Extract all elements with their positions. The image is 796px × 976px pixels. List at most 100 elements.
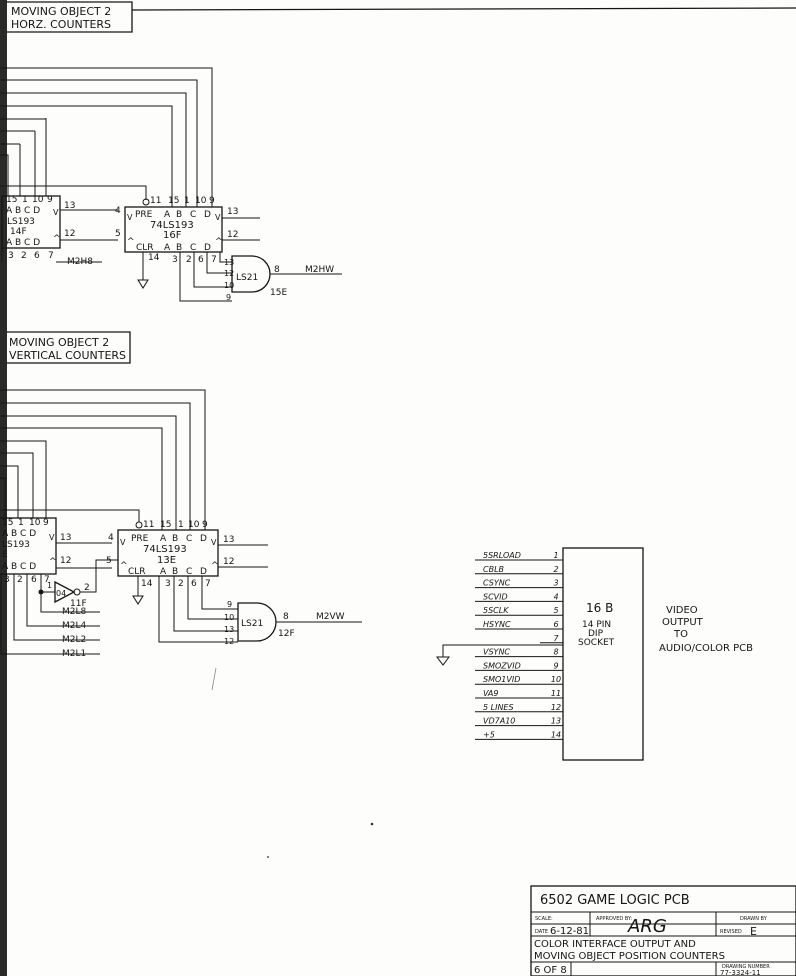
socket-note: OUTPUT [662,617,704,628]
chip-16f-v: V [127,213,133,222]
title-block-date-label: DATE [535,929,548,935]
chip-13e-label: A [160,534,167,544]
chip-left-v-pin: 15 [2,518,13,528]
chip-16f-pin: 11 [150,196,161,206]
chip-13e-label-b: A [160,567,167,577]
chip-16f-pin-b: 6 [198,255,204,265]
socket-pin-signal: SCVID [483,592,508,601]
chip-13e-pin-l: 5 [106,556,112,566]
gate-12f-out-pin: 8 [283,612,289,622]
chip-16f-pin-r: 13 [227,207,238,217]
stray-mark [211,667,217,691]
chip-13e: 11 15 1 10 9 PRE A B C D 74LS193 13E CLR… [106,520,268,643]
gate-15e-out-pin: 8 [274,265,280,275]
chip-16f-pin-b: 14 [148,253,160,263]
socket-pin-row: VD7A10 13 [475,717,563,727]
socket-pin-number: 3 [553,579,558,588]
title-block-revised-label: REVISED [720,929,742,935]
vert-feed-wires [0,389,206,530]
horz-label-line2: HORZ. COUNTERS [11,18,111,31]
title-block-desc: COLOR INTERFACE OUTPUT AND [534,939,696,950]
chip-left-v-caret: ^ [49,557,57,567]
chip-14f-pin-out: 12 [64,229,75,239]
title-block-scale: SCALE: [535,916,553,922]
chip-16f-label: D [204,210,211,220]
socket-pin-row: 7 [540,634,563,644]
signal-m2l8: M2L8 [62,607,87,617]
chip-13e-pin-b: 14 [141,579,153,589]
chip-left-v-pin-b: 3 [4,575,10,585]
socket-16b: 16 B 14 PIN DIP SOCKET VIDEO OUTPUT TO A… [436,547,753,761]
socket-pin-number: 8 [553,648,558,657]
chip-14f-v: V [53,208,59,217]
gate-15e: LS21 13 12 10 9 8 M2HW 15E [224,255,342,302]
chip-13e-pin-b: 2 [178,579,184,589]
socket-pin-number: 1 [553,551,558,560]
gate-15e-pin: 10 [224,281,234,290]
chip-13e-pin: 15 [160,520,171,530]
socket-pin-number: 12 [551,703,561,712]
chip-14f-pin-out: 13 [64,201,75,211]
vert-signal-labels: M2L8 M2L4 M2L2 M2L1 [62,607,87,659]
gate-12f-pin: 12 [224,637,234,646]
chip-14f-ref: 14F [10,227,27,237]
chip-16f-label-b: B [176,243,182,253]
socket-pin-number: 13 [551,717,561,726]
gate-12f-part: LS21 [241,619,263,629]
socket-pin-number: 4 [553,592,558,601]
chip-13e-label-b: B [172,567,178,577]
chip-left-v-pin: 9 [43,518,49,528]
socket-note: VIDEO [666,605,698,616]
gate-15e-part: LS21 [236,273,258,283]
chip-14f-out-label: M2H8 [67,257,93,267]
scan-edge [0,0,7,976]
gate-15e-pin: 12 [224,269,234,278]
gate-12f-pin: 9 [227,600,232,609]
chip-left-v: 15 1 10 9 A B C D LS193 E A B C D V ^ 13… [0,517,112,655]
socket-pin-signal: HSYNC [483,620,511,629]
socket-desc: SOCKET [578,638,615,648]
vert-section-label: MOVING OBJECT 2 VERTICAL COUNTERS [7,331,131,364]
socket-pin-signal: VD7A10 [483,717,515,726]
horz-section-label: MOVING OBJECT 2 HORZ. COUNTERS [7,1,796,33]
gate-15e-pin: 9 [226,293,231,302]
title-block-sheet: 6 OF 8 [534,965,567,976]
chip-left-v-outputs: A B C D [2,562,36,572]
chip-16f-part: 74LS193 [150,220,194,231]
socket-desc: DIP [588,629,604,639]
socket-pin-number: 10 [551,675,561,684]
chip-left-v-pin: 10 [29,518,41,528]
chip-13e-ref: 13E [157,555,176,566]
chip-13e-pin-l: 4 [108,533,114,543]
socket-pin-signal: 5SCLK [483,606,509,615]
inverter-11f-ref: 11F [70,599,87,609]
chip-left-v-pin-b: 7 [44,575,50,585]
chip-left-v-part: LS193 [2,540,30,550]
chip-left-v-pin-b: 6 [31,575,37,585]
chip-16f-caret: ^ [127,237,135,247]
title-block-desc: MOVING OBJECT POSITION COUNTERS [534,951,725,962]
signal-m2l4: M2L4 [62,621,87,631]
chip-16f-label: A [164,210,171,220]
chip-13e-label: D [200,534,207,544]
chip-left-v-pin: 1 [18,518,24,528]
inverter-11f-part: 04 [56,589,66,598]
title-block-approved-label: APPROVED BY: [596,916,632,922]
stray-dot [370,822,374,826]
chip-left-v-inputs: A B C D [2,529,36,539]
chip-13e-pin-r: 13 [223,535,234,545]
title-block-drawing-label: DRAWING NUMBER [722,964,770,970]
chip-left-v-pin-r: 13 [60,533,71,543]
chip-16f-label-b: C [190,243,196,253]
horz-label-line1: MOVING OBJECT 2 [11,5,111,18]
socket-ref: 16 B [586,601,613,615]
socket-note: AUDIO/COLOR PCB [659,643,753,654]
chip-14f-pin-b: 6 [34,251,40,261]
horz-feed-wires [0,67,213,207]
title-block-drawn-label: DRAWN BY [740,916,768,922]
